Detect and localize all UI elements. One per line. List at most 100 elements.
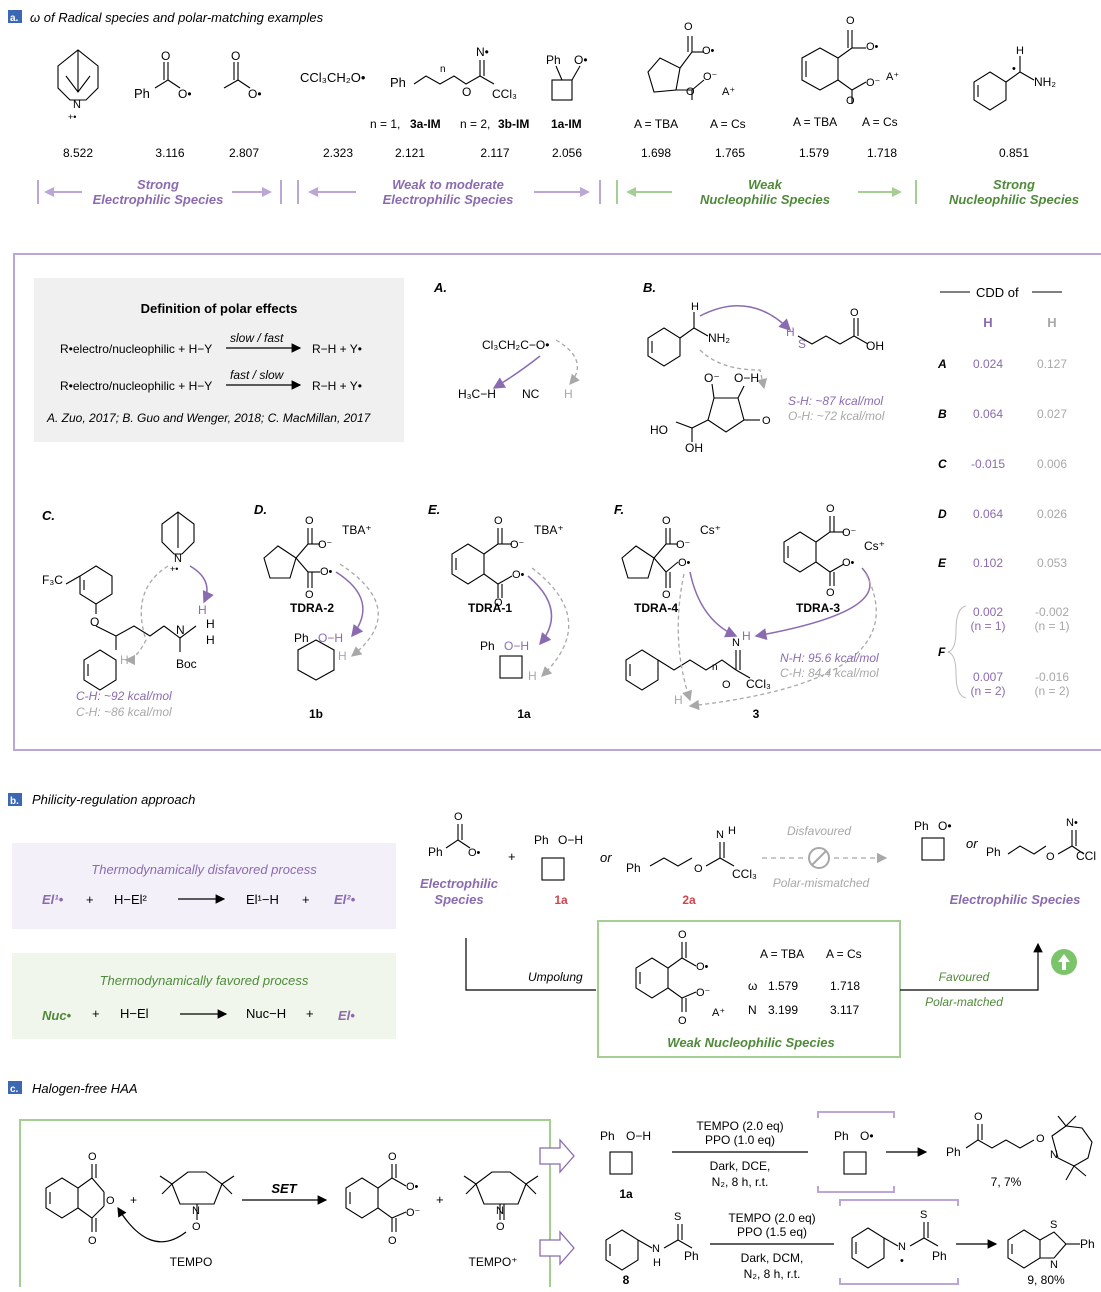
cyclobutoxy-structure xyxy=(551,65,581,101)
cdd-f-value-purple: 0.007 xyxy=(973,670,1003,684)
category-strong-nucleophilic-1: Strong xyxy=(993,177,1035,192)
aminobenzyl-nh2: NH₂ xyxy=(1034,75,1056,89)
c-set-label: SET xyxy=(271,1181,297,1196)
b-2a-ph: Ph xyxy=(626,861,641,875)
c-tempo-o: O xyxy=(192,1221,201,1233)
panel-c-tag: c. xyxy=(10,1084,19,1095)
omega-value: 2.323 xyxy=(323,146,353,160)
b-table-h1: A = TBA xyxy=(760,947,804,961)
cdd-row-label: C xyxy=(938,457,947,471)
b-table-n-label: N xyxy=(748,1003,757,1017)
c-product9-n: N xyxy=(1050,1259,1058,1271)
c-thioamide-h: H xyxy=(653,1257,661,1269)
c-1a-ph: Ph xyxy=(600,1129,615,1143)
case-e-tba: TBA⁺ xyxy=(534,523,564,537)
case-c-h-gray: H xyxy=(120,653,129,667)
case-d-purple-arrow xyxy=(335,571,364,638)
disfavored-el1: El¹• xyxy=(42,892,64,907)
b-or-2: or xyxy=(966,836,978,851)
c-intermediate2-ph: Ph xyxy=(932,1249,947,1263)
omega-value: 1.698 xyxy=(641,146,671,160)
case-c-boc: Boc xyxy=(176,657,197,671)
label-a-tba-1: A = TBA xyxy=(634,117,678,131)
c-thioamide-ph: Ph xyxy=(684,1249,699,1263)
b-product-cyclobutoxy-ring xyxy=(921,837,945,861)
b-polar-mismatched: Polar-mismatched xyxy=(773,876,870,890)
cdd-f-value-gray: -0.002 xyxy=(1035,605,1069,619)
label-3b: 3b-IM xyxy=(498,117,529,131)
b-plus: + xyxy=(508,849,516,864)
case-b-thiol-acid xyxy=(797,318,869,345)
case-a-methane: H₃C−H xyxy=(458,387,496,401)
cdd-f-n-gray: (n = 2) xyxy=(1034,684,1069,698)
favored-hel: H−El xyxy=(120,1006,149,1021)
case-e-name: TDRA-1 xyxy=(468,601,512,615)
c-hollow-arrow-bottom xyxy=(539,1230,575,1266)
cdd-f-brace xyxy=(947,605,967,699)
c-cond1-line1: TEMPO (2.0 eq) xyxy=(696,1119,783,1133)
c-intermediate1-bracket-top xyxy=(817,1111,895,1118)
favored-plus2: + xyxy=(306,1006,314,1021)
label-3b-prefix: n = 2, xyxy=(460,117,490,131)
c-intermediate1-ph: Ph xyxy=(834,1129,849,1143)
b-2a-ccl3: CCl₃ xyxy=(732,867,757,881)
cdd-col-header-gray: H xyxy=(1047,315,1056,330)
omega-values-row: 8.522 3.116 2.807 2.323 2.121 2.117 2.05… xyxy=(63,146,1029,160)
cdd-row-label-f: F xyxy=(938,645,946,659)
c-ppo-structure xyxy=(45,1164,105,1232)
dicarboxylate-o-radical: O• xyxy=(702,45,715,57)
category-weak-electrophilic-1: Weak to moderate xyxy=(392,177,504,192)
case-b-oh-bde: O-H: ~72 kcal/mol xyxy=(788,409,885,423)
cdd-value-gray: 0.127 xyxy=(1037,357,1067,371)
case-d-h-gray: H xyxy=(338,649,347,663)
case-e-cmpd: 1a xyxy=(517,707,531,721)
case-d-ph: Ph xyxy=(294,631,309,645)
cdd-col-header-purple: H xyxy=(983,315,992,330)
case-f-ch-bde: C-H: 84.4 kcal/mol xyxy=(780,666,879,680)
b-2a-structure xyxy=(649,842,735,867)
c-tempo-plus-n: N xyxy=(496,1205,504,1217)
case-f-ccl3: CCl₃ xyxy=(746,677,771,691)
c-ppo-o-bottom: O xyxy=(88,1235,97,1247)
phthalate-o-minus: O⁻ xyxy=(866,77,881,89)
quinuclidine-n: N xyxy=(73,99,81,111)
c-thioamide-structure xyxy=(605,1224,693,1271)
panel-c-title: Halogen-free HAA xyxy=(32,1081,138,1096)
favored-nuc: Nuc• xyxy=(42,1008,72,1023)
case-f-tdra4-structure xyxy=(621,528,679,588)
case-b-oh-label: O−H xyxy=(734,371,759,385)
omega-value: 1.579 xyxy=(799,146,829,160)
b-disfavoured: Disfavoured xyxy=(787,824,851,838)
b-phthalate-structure xyxy=(635,942,697,1012)
b-product-imidate-structure xyxy=(1007,830,1085,855)
b-umpolung-line xyxy=(465,938,596,991)
cdd-row-label: E xyxy=(938,556,947,570)
c-cond2-line4: N₂, 8 h, r.t. xyxy=(744,1267,801,1281)
benzoyloxy-radical-o: O• xyxy=(178,87,192,101)
case-e-ph: Ph xyxy=(480,639,495,653)
case-f-cs1: Cs⁺ xyxy=(700,523,721,537)
dicarboxylate-o-minus: O⁻ xyxy=(703,71,718,83)
quinuclidine-structure xyxy=(57,49,99,101)
c-product9-structure xyxy=(1007,1229,1080,1269)
c-ppo-o-top: O xyxy=(88,1151,97,1163)
c-cond2-line3: Dark, DCM, xyxy=(741,1251,804,1265)
case-e-label: E. xyxy=(428,502,440,517)
c-tempo-n: N xyxy=(192,1205,200,1217)
c-thioamide-s: S xyxy=(674,1211,681,1223)
imidate-o: O xyxy=(462,85,471,99)
case-f-gray-arrow-1 xyxy=(677,573,693,702)
b-electrophilic-left-2: Species xyxy=(434,892,483,907)
cdd-rows: A 0.024 0.127 B 0.064 0.027 C -0.015 0.0… xyxy=(937,357,1070,698)
definition-box xyxy=(34,278,404,442)
definition-eq1-rhs: R−H + Y• xyxy=(312,342,362,356)
imidate-n: N• xyxy=(476,45,489,59)
b-1a-label: 1a xyxy=(554,893,568,907)
panel-a-tag: a. xyxy=(10,13,19,24)
phthalate-radical-structure xyxy=(801,30,867,104)
b-product-imidate-o: O xyxy=(1046,851,1055,863)
definition-eq2-arrow-label: fast / slow xyxy=(230,368,285,382)
aminobenzyl-radical-structure xyxy=(973,56,1035,111)
b-forbidden-slash xyxy=(811,850,827,866)
omega-value: 0.851 xyxy=(999,146,1029,160)
